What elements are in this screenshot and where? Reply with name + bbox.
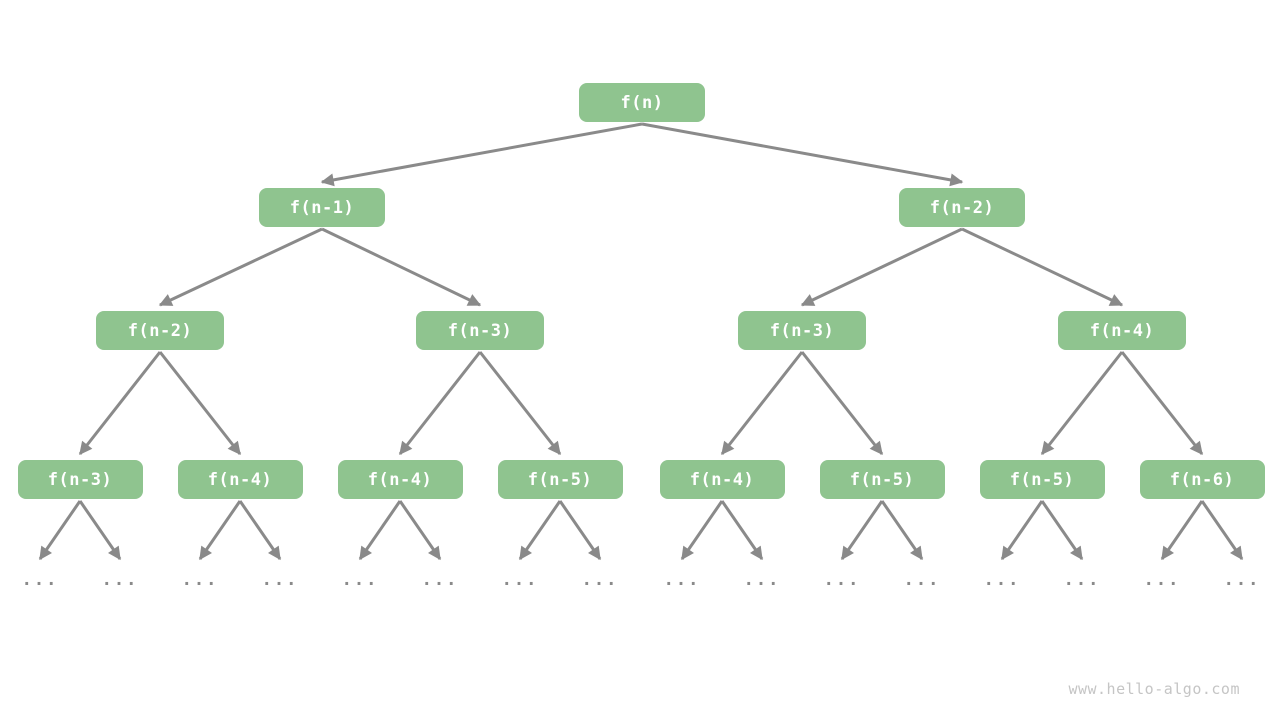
tree-edge (478, 351, 562, 456)
tree-edge (1040, 500, 1084, 561)
tree-edge (1200, 500, 1244, 561)
tree-edge (321, 227, 482, 307)
tree-node: f(n-6) (1139, 460, 1265, 499)
tree-edge (961, 227, 1124, 307)
tree-node: f(n-5) (979, 460, 1105, 499)
tree-node: f(n-5) (497, 460, 623, 499)
tree-node: f(n-3) (738, 311, 866, 350)
tree-edge (1120, 351, 1204, 456)
tree-node: f(n-3) (17, 460, 143, 499)
tree-node: f(n-4) (177, 460, 303, 499)
ellipsis-leaf: ... (743, 570, 781, 590)
tree-edge (78, 351, 162, 456)
tree-edge (238, 500, 282, 561)
ellipsis-leaf: ... (501, 570, 539, 590)
ellipsis-leaf: ... (903, 570, 941, 590)
ellipsis-leaf: ... (261, 570, 299, 590)
ellipsis-leaf: ... (101, 570, 139, 590)
tree-edge (320, 122, 643, 187)
tree-edge (558, 500, 602, 561)
ellipsis-leaf: ... (21, 570, 59, 590)
ellipsis-leaf: ... (581, 570, 619, 590)
ellipsis-leaf: ... (663, 570, 701, 590)
ellipsis-leaf: ... (983, 570, 1021, 590)
tree-node: f(n-1) (259, 188, 385, 227)
tree-edge (158, 227, 323, 307)
tree-edge (398, 351, 482, 456)
ellipsis-leaf: ... (1223, 570, 1261, 590)
tree-edge (518, 500, 562, 561)
ellipsis-leaf: ... (181, 570, 219, 590)
tree-edge (1000, 500, 1044, 561)
tree-edge (840, 500, 884, 561)
tree-edge (680, 500, 724, 561)
tree-node: f(n-3) (416, 311, 544, 350)
ellipsis-leaf: ... (1063, 570, 1101, 590)
tree-edge (641, 122, 964, 187)
tree-edge (1040, 351, 1124, 456)
ellipsis-leaf: ... (421, 570, 459, 590)
tree-edge (800, 227, 963, 307)
tree-edge (358, 500, 402, 561)
ellipsis-leaf: ... (1143, 570, 1181, 590)
tree-node: f(n-5) (819, 460, 945, 499)
tree-edge (880, 500, 924, 561)
tree-edge (78, 500, 122, 561)
tree-edge (1160, 500, 1204, 561)
tree-edge (158, 351, 242, 456)
watermark-text: www.hello-algo.com (1068, 680, 1240, 698)
tree-edge (800, 351, 884, 456)
tree-edge (198, 500, 242, 561)
tree-node: f(n-2) (899, 188, 1025, 227)
tree-edge (38, 500, 82, 561)
tree-node: f(n-4) (1058, 311, 1186, 350)
tree-node: f(n-4) (337, 460, 463, 499)
tree-node: f(n-4) (659, 460, 785, 499)
tree-node: f(n-2) (96, 311, 224, 350)
tree-node: f(n) (579, 83, 705, 122)
tree-edge (398, 500, 442, 561)
ellipsis-leaf: ... (823, 570, 861, 590)
tree-edge (720, 351, 804, 456)
ellipsis-leaf: ... (341, 570, 379, 590)
tree-edge (720, 500, 764, 561)
